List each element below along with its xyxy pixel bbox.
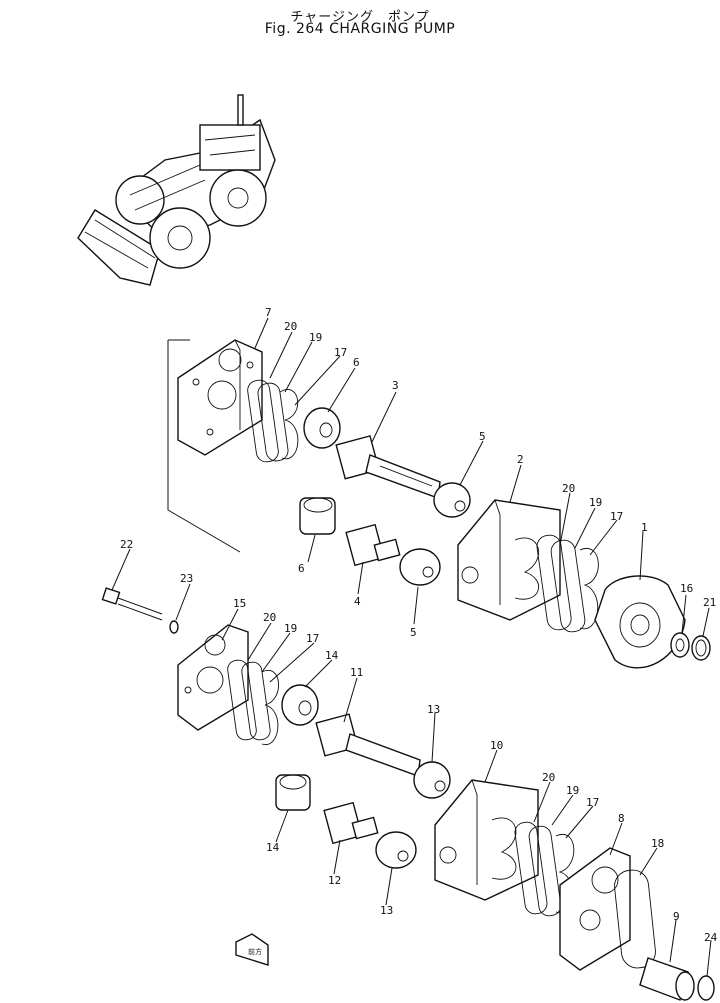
callout-6: 6 (298, 562, 305, 575)
rear-cover-15 (177, 624, 249, 731)
callout-22: 22 (120, 538, 133, 551)
callout-numbers: 7 20 19 17 6 3 5 2 20 19 17 1 16 21 6 4 … (120, 306, 718, 944)
callout-20: 20 (263, 611, 276, 624)
callout-19: 19 (589, 496, 602, 509)
figure-title-japanese: チャージング ポンプ (290, 10, 430, 25)
callout-7: 7 (265, 306, 272, 319)
driven-gear-12 (323, 801, 379, 845)
callout-15: 15 (233, 597, 246, 610)
callout-18: 18 (651, 837, 664, 850)
callout-21: 21 (703, 596, 716, 609)
callout-9: 9 (673, 910, 680, 923)
callout-11: 11 (350, 666, 363, 679)
callout-14: 14 (325, 649, 339, 662)
o-ring-18 (614, 869, 656, 969)
callout-20: 20 (284, 320, 297, 333)
callout-2: 2 (517, 453, 524, 466)
callout-16: 16 (680, 582, 693, 595)
seal-set-lower-left (227, 659, 279, 745)
figure-title: Fig. 264 CHARGING PUMP (264, 21, 456, 37)
callout-4: 4 (354, 595, 361, 608)
bushing-6-lower (299, 497, 336, 535)
washer-23 (169, 620, 179, 634)
oil-seal-16 (670, 632, 690, 658)
front-cover-8 (559, 847, 631, 971)
callout-20: 20 (562, 482, 575, 495)
callout-17: 17 (306, 632, 319, 645)
callout-19: 19 (309, 331, 322, 344)
callout-17: 17 (334, 346, 347, 359)
rear-cover-7 (177, 339, 263, 456)
bushing-14-upper (281, 684, 319, 726)
callout-24: 24 (704, 931, 718, 944)
bushing-13-lower (375, 831, 417, 869)
bushing-5-upper (433, 482, 471, 518)
callout-3: 3 (392, 379, 399, 392)
callout-23: 23 (180, 572, 193, 585)
front-arrow-label: 前方 (248, 947, 262, 956)
leader-lines (111, 317, 712, 977)
drive-gear-shaft-11 (315, 713, 421, 777)
seal-set-upper-left (247, 379, 299, 463)
drive-gear-shaft-3 (335, 435, 441, 499)
callout-5: 5 (479, 430, 486, 443)
gear-housing-2 (457, 499, 561, 621)
callout-17: 17 (610, 510, 623, 523)
callout-5: 5 (410, 626, 417, 639)
front-direction-arrow: 前方 (235, 933, 269, 966)
callout-14: 14 (266, 841, 280, 854)
driven-gear-4 (345, 523, 401, 567)
bushing-6-upper (303, 407, 341, 449)
callout-19: 19 (284, 622, 297, 635)
callout-13: 13 (380, 904, 393, 917)
bushing-14-lower (275, 774, 311, 811)
snap-ring-24 (697, 975, 715, 1001)
seal-set-upper-right (536, 534, 599, 633)
bushing-13-upper (413, 761, 451, 799)
bolt-22 (101, 587, 163, 621)
callout-8: 8 (618, 812, 625, 825)
callout-13: 13 (427, 703, 440, 716)
bushing-5-lower (399, 548, 441, 586)
gear-housing-10 (434, 779, 539, 901)
callout-12: 12 (328, 874, 341, 887)
callout-19: 19 (566, 784, 579, 797)
front-cover-1 (594, 575, 686, 669)
wheel-loader-illustration (77, 94, 276, 286)
assembly-bracket-line (167, 340, 241, 553)
callout-1: 1 (641, 521, 648, 534)
sleeve-9 (639, 957, 695, 1001)
callout-10: 10 (490, 739, 503, 752)
callout-6: 6 (353, 356, 360, 369)
callout-20: 20 (542, 771, 555, 784)
snap-ring-21 (691, 635, 711, 661)
callout-17: 17 (586, 796, 599, 809)
